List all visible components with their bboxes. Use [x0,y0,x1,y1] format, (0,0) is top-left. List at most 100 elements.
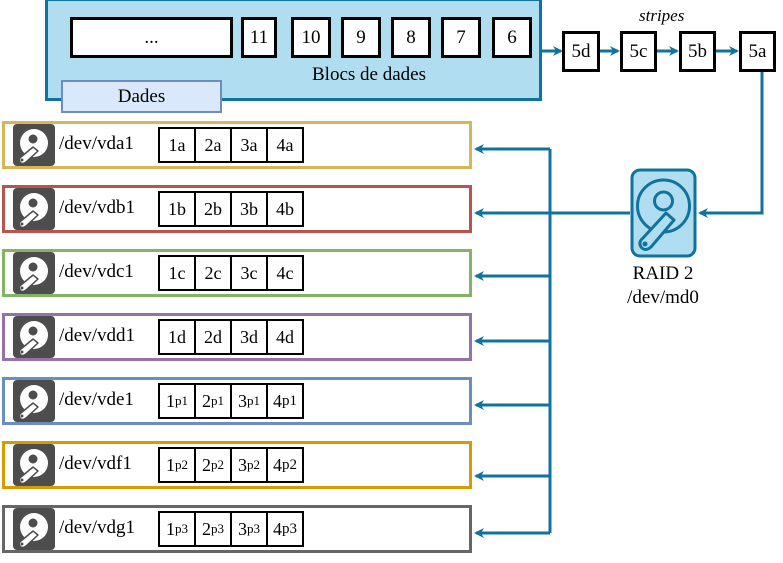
block-number: 2 [204,134,214,155]
raid-title: RAID 2 [632,263,694,284]
block-suffix: a [249,134,258,155]
device-label: /dev/vdf1 [59,453,132,474]
block-suffix: a [177,134,186,155]
block-suffix: b [249,198,258,219]
block-number: 4 [273,454,282,475]
stripe-block: 5c [620,31,657,72]
block-number: 4 [273,390,282,411]
block-number: 1 [166,454,175,475]
hard-disk-icon [13,188,55,230]
block-suffix: d [285,326,294,347]
block-suffix: b [285,198,294,219]
block-suffix: d [249,326,258,347]
block-number: 1 [168,134,178,155]
hard-disk-icon [13,508,55,550]
block-number: 4 [276,198,285,219]
block-suffix: d [213,326,222,347]
block-number: 3 [240,134,250,155]
block-suffix: c [285,262,294,283]
data-block: 9 [341,17,381,58]
block-number: 4 [276,134,286,155]
block-suffix: a [285,134,294,155]
block-suffix: p3 [282,520,297,537]
raid-device: /dev/md0 [627,287,699,308]
raid-disk-icon [630,168,697,258]
block-suffix: p2 [282,456,297,473]
device-label: /dev/vdc1 [59,261,134,282]
data-block: 6 [492,17,532,58]
data-block: 7 [441,17,481,58]
block-number: 3 [240,326,249,347]
hard-disk-icon [13,124,55,166]
block-number: 1 [168,326,177,347]
block-number: 2 [202,454,211,475]
hard-disk-icon [13,444,55,486]
device-label: /dev/vdg1 [59,517,135,538]
device-label: /dev/vdb1 [59,197,135,218]
hard-disk-icon [13,380,55,422]
block-number: 2 [202,518,211,539]
block-suffix: c [213,262,222,283]
stripe-block: 5d [562,31,600,72]
block-suffix: p1 [282,392,297,409]
block-number: 4 [273,518,282,539]
data-block-ellipsis: ... [70,17,233,58]
block-number: 2 [204,326,213,347]
block-number: 2 [204,198,213,219]
block-suffix: b [213,198,222,219]
data-block: 10 [291,17,331,58]
block-number: 2 [204,262,214,283]
block-number: 1 [166,518,175,539]
stripe-block: 5a [739,31,776,72]
block-suffix: c [249,262,258,283]
dades-tab: Dades [61,80,222,113]
data-block: 11 [241,17,277,58]
block-number: 1 [168,262,178,283]
block-number: 1 [168,198,177,219]
hard-disk-icon [13,252,55,294]
block-number: 4 [276,262,286,283]
block-suffix: c [177,262,186,283]
block-number: 3 [240,198,249,219]
stripes-label: stripes [639,6,685,25]
block-number: 4 [276,326,285,347]
block-number: 3 [240,262,250,283]
stripe-block: 5b [679,31,716,72]
